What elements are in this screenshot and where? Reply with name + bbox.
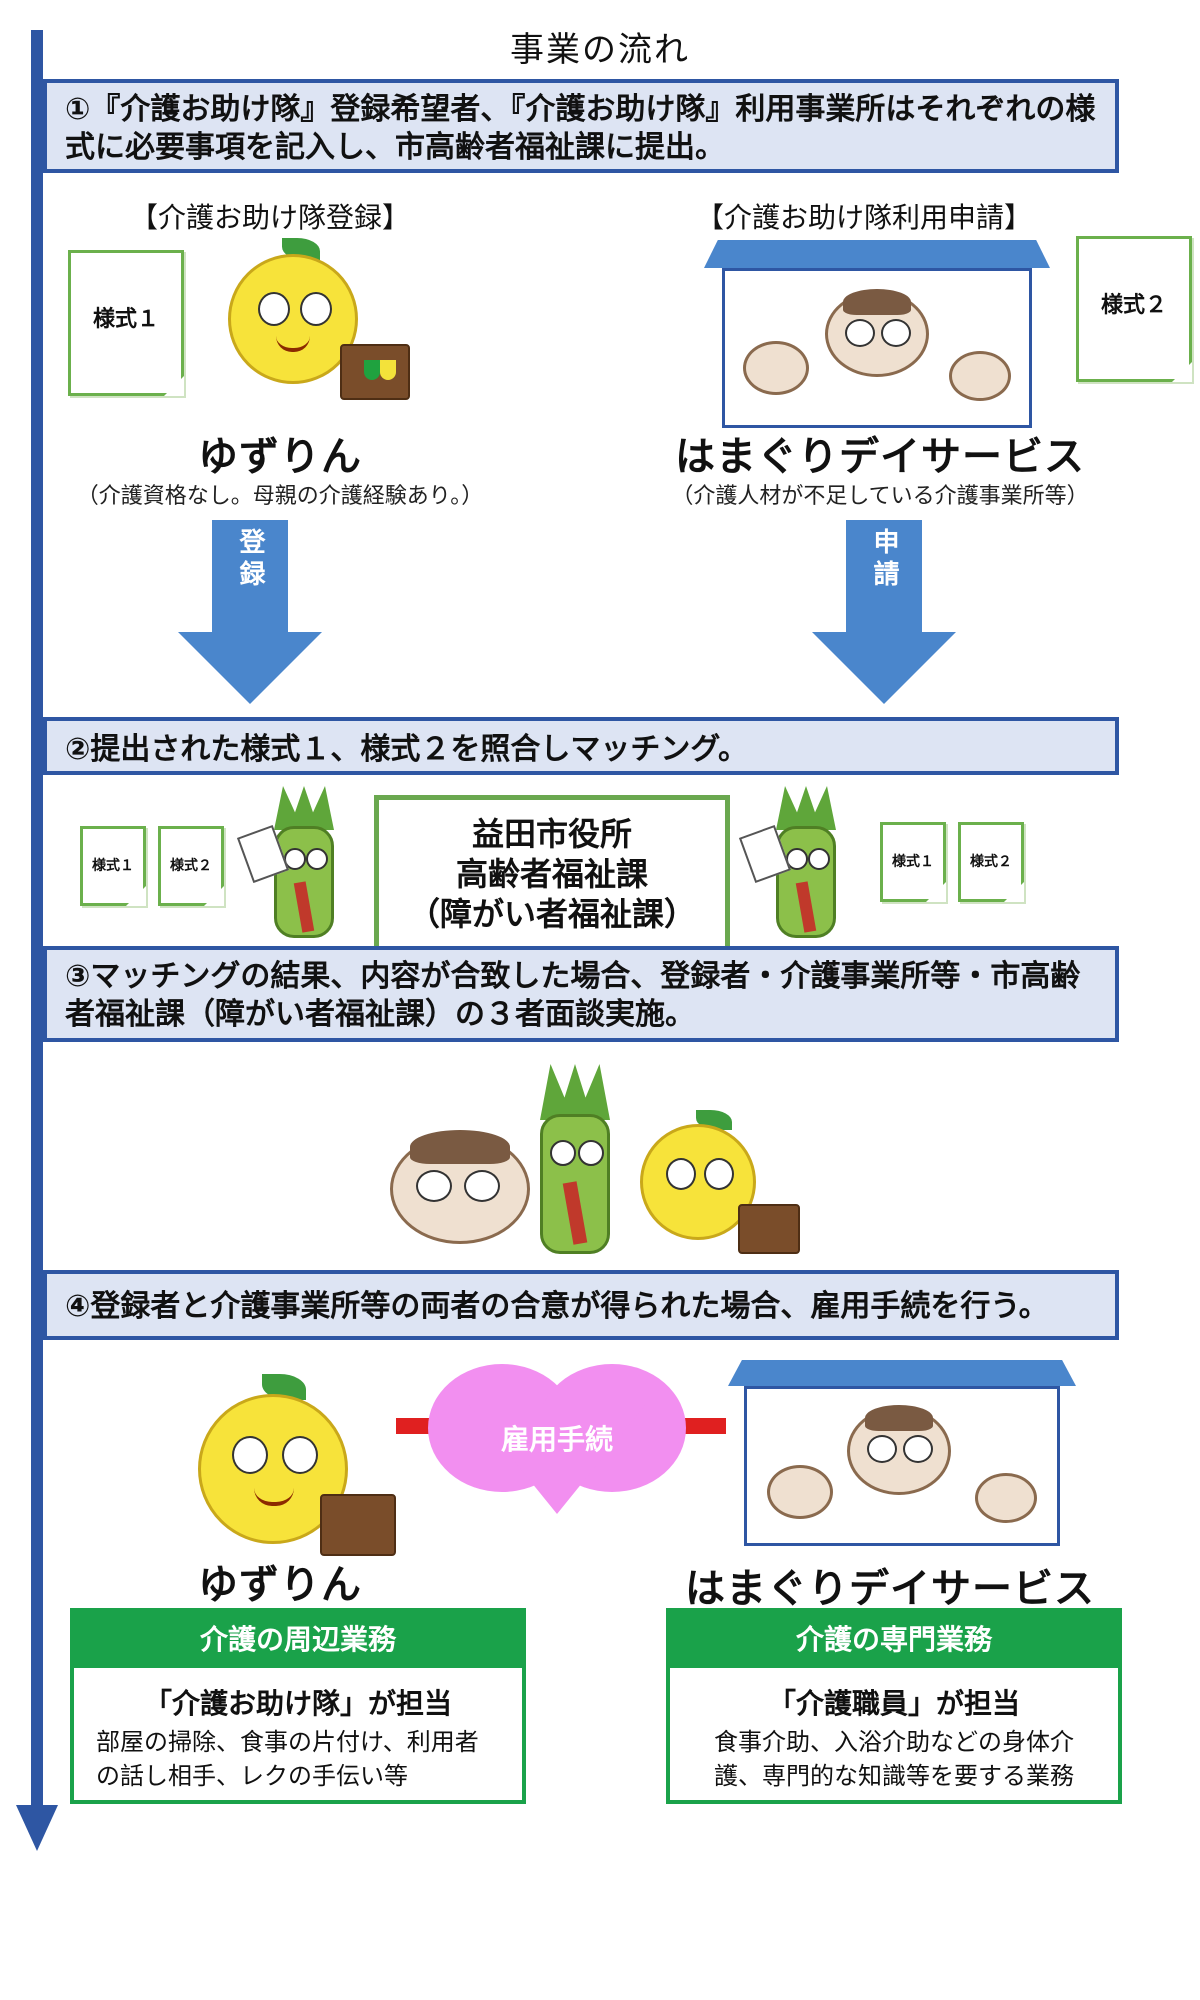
- form-1-document: 様式１: [68, 250, 184, 396]
- hamaguri-name: はまぐりデイサービス: [675, 434, 1085, 480]
- office-division: 高齢者福祉課: [455, 855, 648, 893]
- step-1: ①『介護お助け隊』登録希望者、『介護お助け隊』利用事業所はそれぞれの様式に必要事…: [43, 79, 1119, 173]
- yuzurin-note: （介護資格なし。母親の介護経験あり。）: [76, 484, 484, 509]
- peripheral-duty-role: 「介護お助け隊」が担当: [143, 1687, 452, 1720]
- register-arrow: 登録: [212, 520, 288, 632]
- office-box: 益田市役所 高齢者福祉課 （障がい者福祉課）: [374, 795, 730, 953]
- small-form-2-right: 様式２: [958, 822, 1024, 902]
- peripheral-duty-title: 介護の周辺業務: [74, 1612, 522, 1668]
- bottom-house-roof-icon: [728, 1360, 1076, 1386]
- wasabi-mascot-left-icon: [236, 786, 364, 946]
- small-form-1-left: 様式１: [80, 826, 146, 906]
- left-heading: 【介護お助け隊登録】: [130, 201, 411, 234]
- page-title: 事業の流れ: [510, 30, 690, 70]
- form-2-document: 様式２: [1076, 236, 1192, 382]
- right-heading: 【介護お助け隊利用申請】: [696, 201, 1033, 234]
- hire-heart: 雇用手続: [428, 1364, 686, 1534]
- three-party-meeting-icon: [370, 1064, 820, 1264]
- peripheral-duty-text: 部屋の掃除、食事の片付け、利用者の話し相手、レクの手伝い等: [96, 1728, 479, 1790]
- small-form-2-left: 様式２: [158, 826, 224, 906]
- apply-arrow-tip: [812, 632, 956, 704]
- specialist-duty-title: 介護の専門業務: [670, 1612, 1118, 1668]
- step-3: ③マッチングの結果、内容が合致した場合、登録者・介護事業所等・市高齢者福祉課（障…: [43, 946, 1119, 1042]
- step-4: ④登録者と介護事業所等の両者の合意が得られた場合、雇用手続を行う。: [43, 1270, 1119, 1340]
- register-arrow-label: 登録: [235, 528, 265, 592]
- specialist-duty-text: 食事介助、入浴介助などの身体介護、専門的な知識等を要する業務: [714, 1728, 1074, 1790]
- hamaguri-bottom-house-icon: [744, 1386, 1060, 1546]
- yuzurin-mascot-icon: [190, 236, 430, 406]
- apply-arrow-label: 申請: [869, 528, 899, 592]
- yuzurin-bottom-name: ゆずりん: [198, 1562, 362, 1608]
- wasabi-mascot-right-icon: [738, 786, 866, 946]
- register-arrow-tip: [178, 632, 322, 704]
- office-name: 益田市役所: [471, 815, 632, 853]
- hire-label: 雇用手続: [500, 1423, 613, 1456]
- step-2: ②提出された様式１、様式２を照合しマッチング。: [43, 717, 1119, 775]
- peripheral-duty-box: 介護の周辺業務 「介護お助け隊」が担当 部屋の掃除、食事の片付け、利用者の話し相…: [70, 1608, 526, 1804]
- specialist-duty-role: 「介護職員」が担当: [767, 1687, 1020, 1720]
- hamaguri-house-icon: [722, 268, 1032, 428]
- house-roof-icon: [704, 240, 1050, 268]
- hamaguri-note: （介護人材が不足している介護事業所等）: [671, 484, 1089, 509]
- timeline-arrowhead: [16, 1805, 58, 1851]
- yuzurin-bottom-icon: [150, 1370, 400, 1560]
- small-form-1-right: 様式１: [880, 822, 946, 902]
- specialist-duty-box: 介護の専門業務 「介護職員」が担当 食事介助、入浴介助などの身体介護、専門的な知…: [666, 1608, 1122, 1804]
- apply-arrow: 申請: [846, 520, 922, 632]
- timeline-bar: [31, 30, 43, 1810]
- office-division-sub: （障がい者福祉課）: [407, 895, 696, 933]
- hamaguri-bottom-name: はまぐりデイサービス: [685, 1566, 1095, 1612]
- yuzurin-name: ゆずりん: [198, 434, 362, 480]
